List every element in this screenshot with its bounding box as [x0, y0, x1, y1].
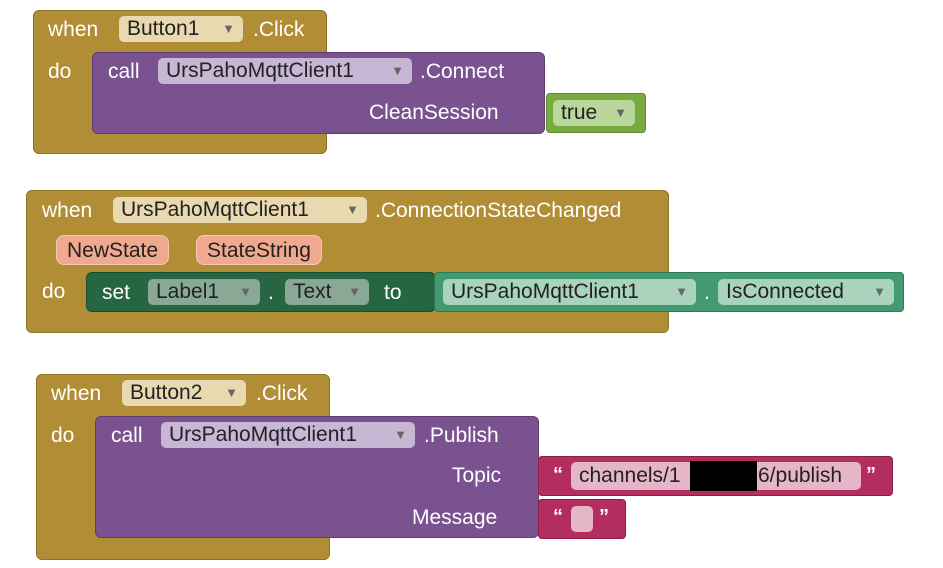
to-keyword: to: [384, 281, 402, 304]
param-newstate[interactable]: NewState: [56, 235, 170, 265]
getter-component-name: UrsPahoMqttClient1: [451, 280, 639, 303]
when-keyword: when: [42, 199, 93, 222]
getter-property-name: IsConnected: [726, 280, 844, 303]
client-name: UrsPahoMqttClient1: [169, 423, 357, 446]
topic-text-suffix: 6/publish: [758, 464, 843, 487]
component-dropdown-button1[interactable]: Button1 ▼: [119, 16, 243, 42]
dropdown-arrow-icon: ▼: [348, 284, 361, 299]
param-label-message: Message: [412, 506, 498, 529]
component-dropdown-button2[interactable]: Button2 ▼: [122, 380, 246, 406]
property-dropdown[interactable]: Text ▼: [285, 279, 369, 305]
label-dropdown[interactable]: Label1 ▼: [148, 279, 260, 305]
set-label-text-block[interactable]: [86, 272, 436, 312]
call-keyword: call: [111, 424, 143, 447]
getter-dot-separator: .: [704, 281, 710, 304]
component-name: Button1: [127, 17, 200, 40]
when-keyword: when: [51, 382, 102, 405]
do-keyword: do: [42, 280, 66, 303]
property-name: Text: [293, 280, 332, 303]
quote-open-icon: “: [553, 464, 563, 486]
param-label-cleansession: CleanSession: [369, 101, 499, 124]
redaction-bar: [690, 461, 757, 491]
event-name: .ConnectionStateChanged: [375, 199, 622, 222]
getter-component-dropdown[interactable]: UrsPahoMqttClient1 ▼: [443, 279, 696, 305]
dropdown-arrow-icon: ▼: [614, 105, 627, 120]
quote-close-icon: ”: [599, 506, 609, 528]
client-dropdown[interactable]: UrsPahoMqttClient1 ▼: [158, 58, 412, 84]
component-dropdown-client[interactable]: UrsPahoMqttClient1 ▼: [113, 197, 367, 223]
set-keyword: set: [102, 281, 131, 304]
dropdown-arrow-icon: ▼: [222, 21, 235, 36]
dropdown-arrow-icon: ▼: [239, 284, 252, 299]
do-keyword: do: [48, 60, 72, 83]
message-text-field[interactable]: [571, 506, 593, 532]
quote-close-icon: ”: [866, 464, 876, 486]
dropdown-arrow-icon: ▼: [873, 284, 886, 299]
dropdown-arrow-icon: ▼: [675, 284, 688, 299]
client-name: UrsPahoMqttClient1: [166, 59, 354, 82]
method-name: .Publish: [424, 424, 499, 447]
component-name: Button2: [130, 381, 203, 404]
client-dropdown[interactable]: UrsPahoMqttClient1 ▼: [161, 422, 415, 448]
quote-open-icon: “: [553, 506, 563, 528]
event-name: .Click: [256, 382, 308, 405]
when-keyword: when: [48, 18, 99, 41]
dropdown-arrow-icon: ▼: [346, 202, 359, 217]
getter-property-dropdown[interactable]: IsConnected ▼: [718, 279, 894, 305]
dropdown-arrow-icon: ▼: [225, 385, 238, 400]
boolean-value: true: [561, 101, 598, 124]
call-keyword: call: [108, 60, 140, 83]
do-keyword: do: [51, 424, 75, 447]
dot-separator: .: [268, 281, 274, 304]
event-name: .Click: [253, 18, 305, 41]
boolean-dropdown[interactable]: true ▼: [553, 100, 635, 126]
component-name: UrsPahoMqttClient1: [121, 198, 309, 221]
method-name: .Connect: [420, 60, 505, 83]
dropdown-arrow-icon: ▼: [394, 427, 407, 442]
topic-text-prefix: channels/1: [579, 464, 681, 487]
param-statestring[interactable]: StateString: [196, 235, 322, 265]
label-name: Label1: [156, 280, 220, 303]
dropdown-arrow-icon: ▼: [391, 63, 404, 78]
param-label-topic: Topic: [452, 464, 502, 487]
